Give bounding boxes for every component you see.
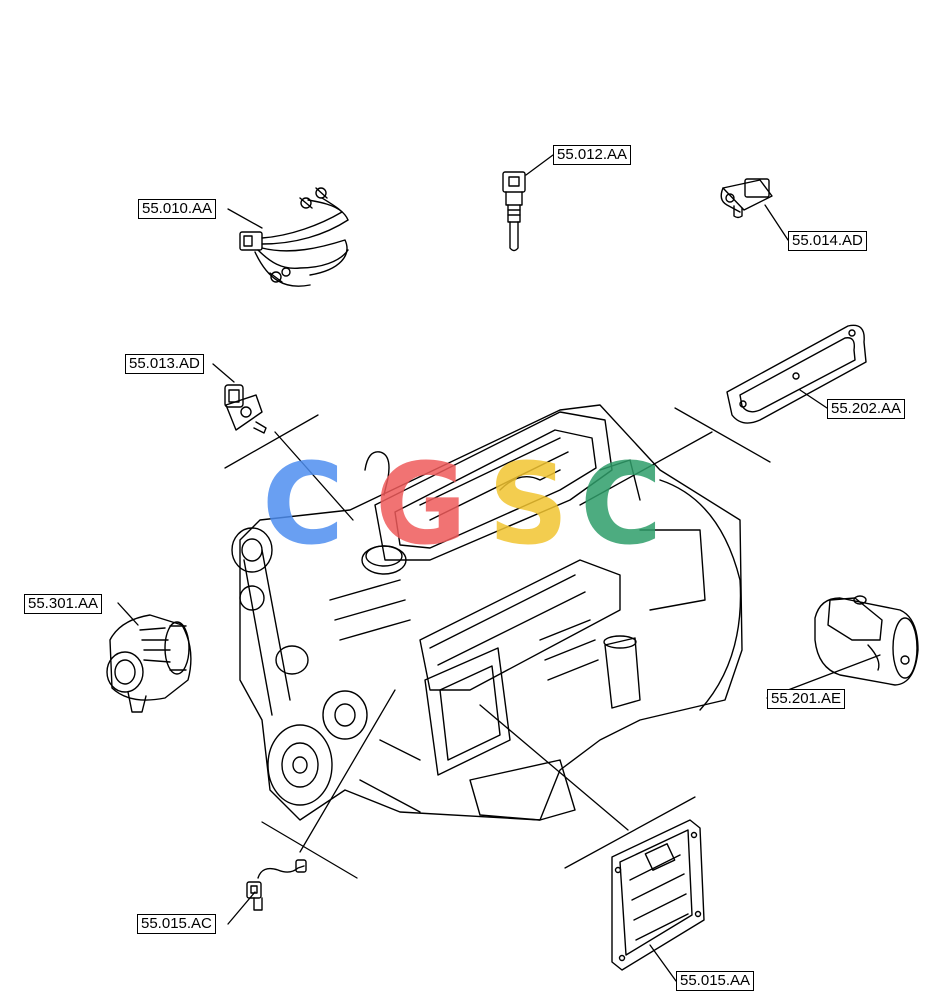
alternator-part bbox=[106, 614, 192, 713]
ecu-module-part bbox=[611, 819, 705, 971]
watermark-letter-2: G bbox=[375, 440, 467, 570]
pressure-sensor-part bbox=[720, 178, 773, 219]
callout-55-012-aa: 55.012.AA bbox=[553, 145, 632, 165]
gasket-part bbox=[726, 324, 867, 424]
break-marks bbox=[224, 407, 771, 879]
callout-55-015-aa: 55.015.AA bbox=[676, 971, 755, 991]
callout-55-013-ad: 55.013.AD bbox=[125, 354, 204, 374]
callout-55-014-ad: 55.014.AD bbox=[788, 231, 867, 251]
crank-sensor-part bbox=[246, 859, 307, 911]
injector-harness-part bbox=[239, 187, 349, 287]
callout-55-015-ac: 55.015.AC bbox=[137, 914, 216, 934]
callout-55-201-ae: 55.201.AE bbox=[767, 689, 846, 709]
temperature-sensor-part bbox=[502, 171, 526, 252]
watermark-letter-4: C bbox=[580, 440, 662, 570]
starter-motor-part bbox=[814, 595, 919, 686]
callout-55-301-aa: 55.301.AA bbox=[24, 594, 103, 614]
engine-assembly bbox=[231, 404, 743, 821]
watermark: C G S C bbox=[262, 440, 662, 570]
watermark-letter-3: S bbox=[488, 440, 569, 570]
watermark-letter-1: C bbox=[262, 440, 344, 570]
callout-55-010-aa: 55.010.AA bbox=[138, 199, 217, 219]
speed-sensor-part bbox=[224, 384, 267, 434]
callout-55-202-aa: 55.202.AA bbox=[827, 399, 906, 419]
